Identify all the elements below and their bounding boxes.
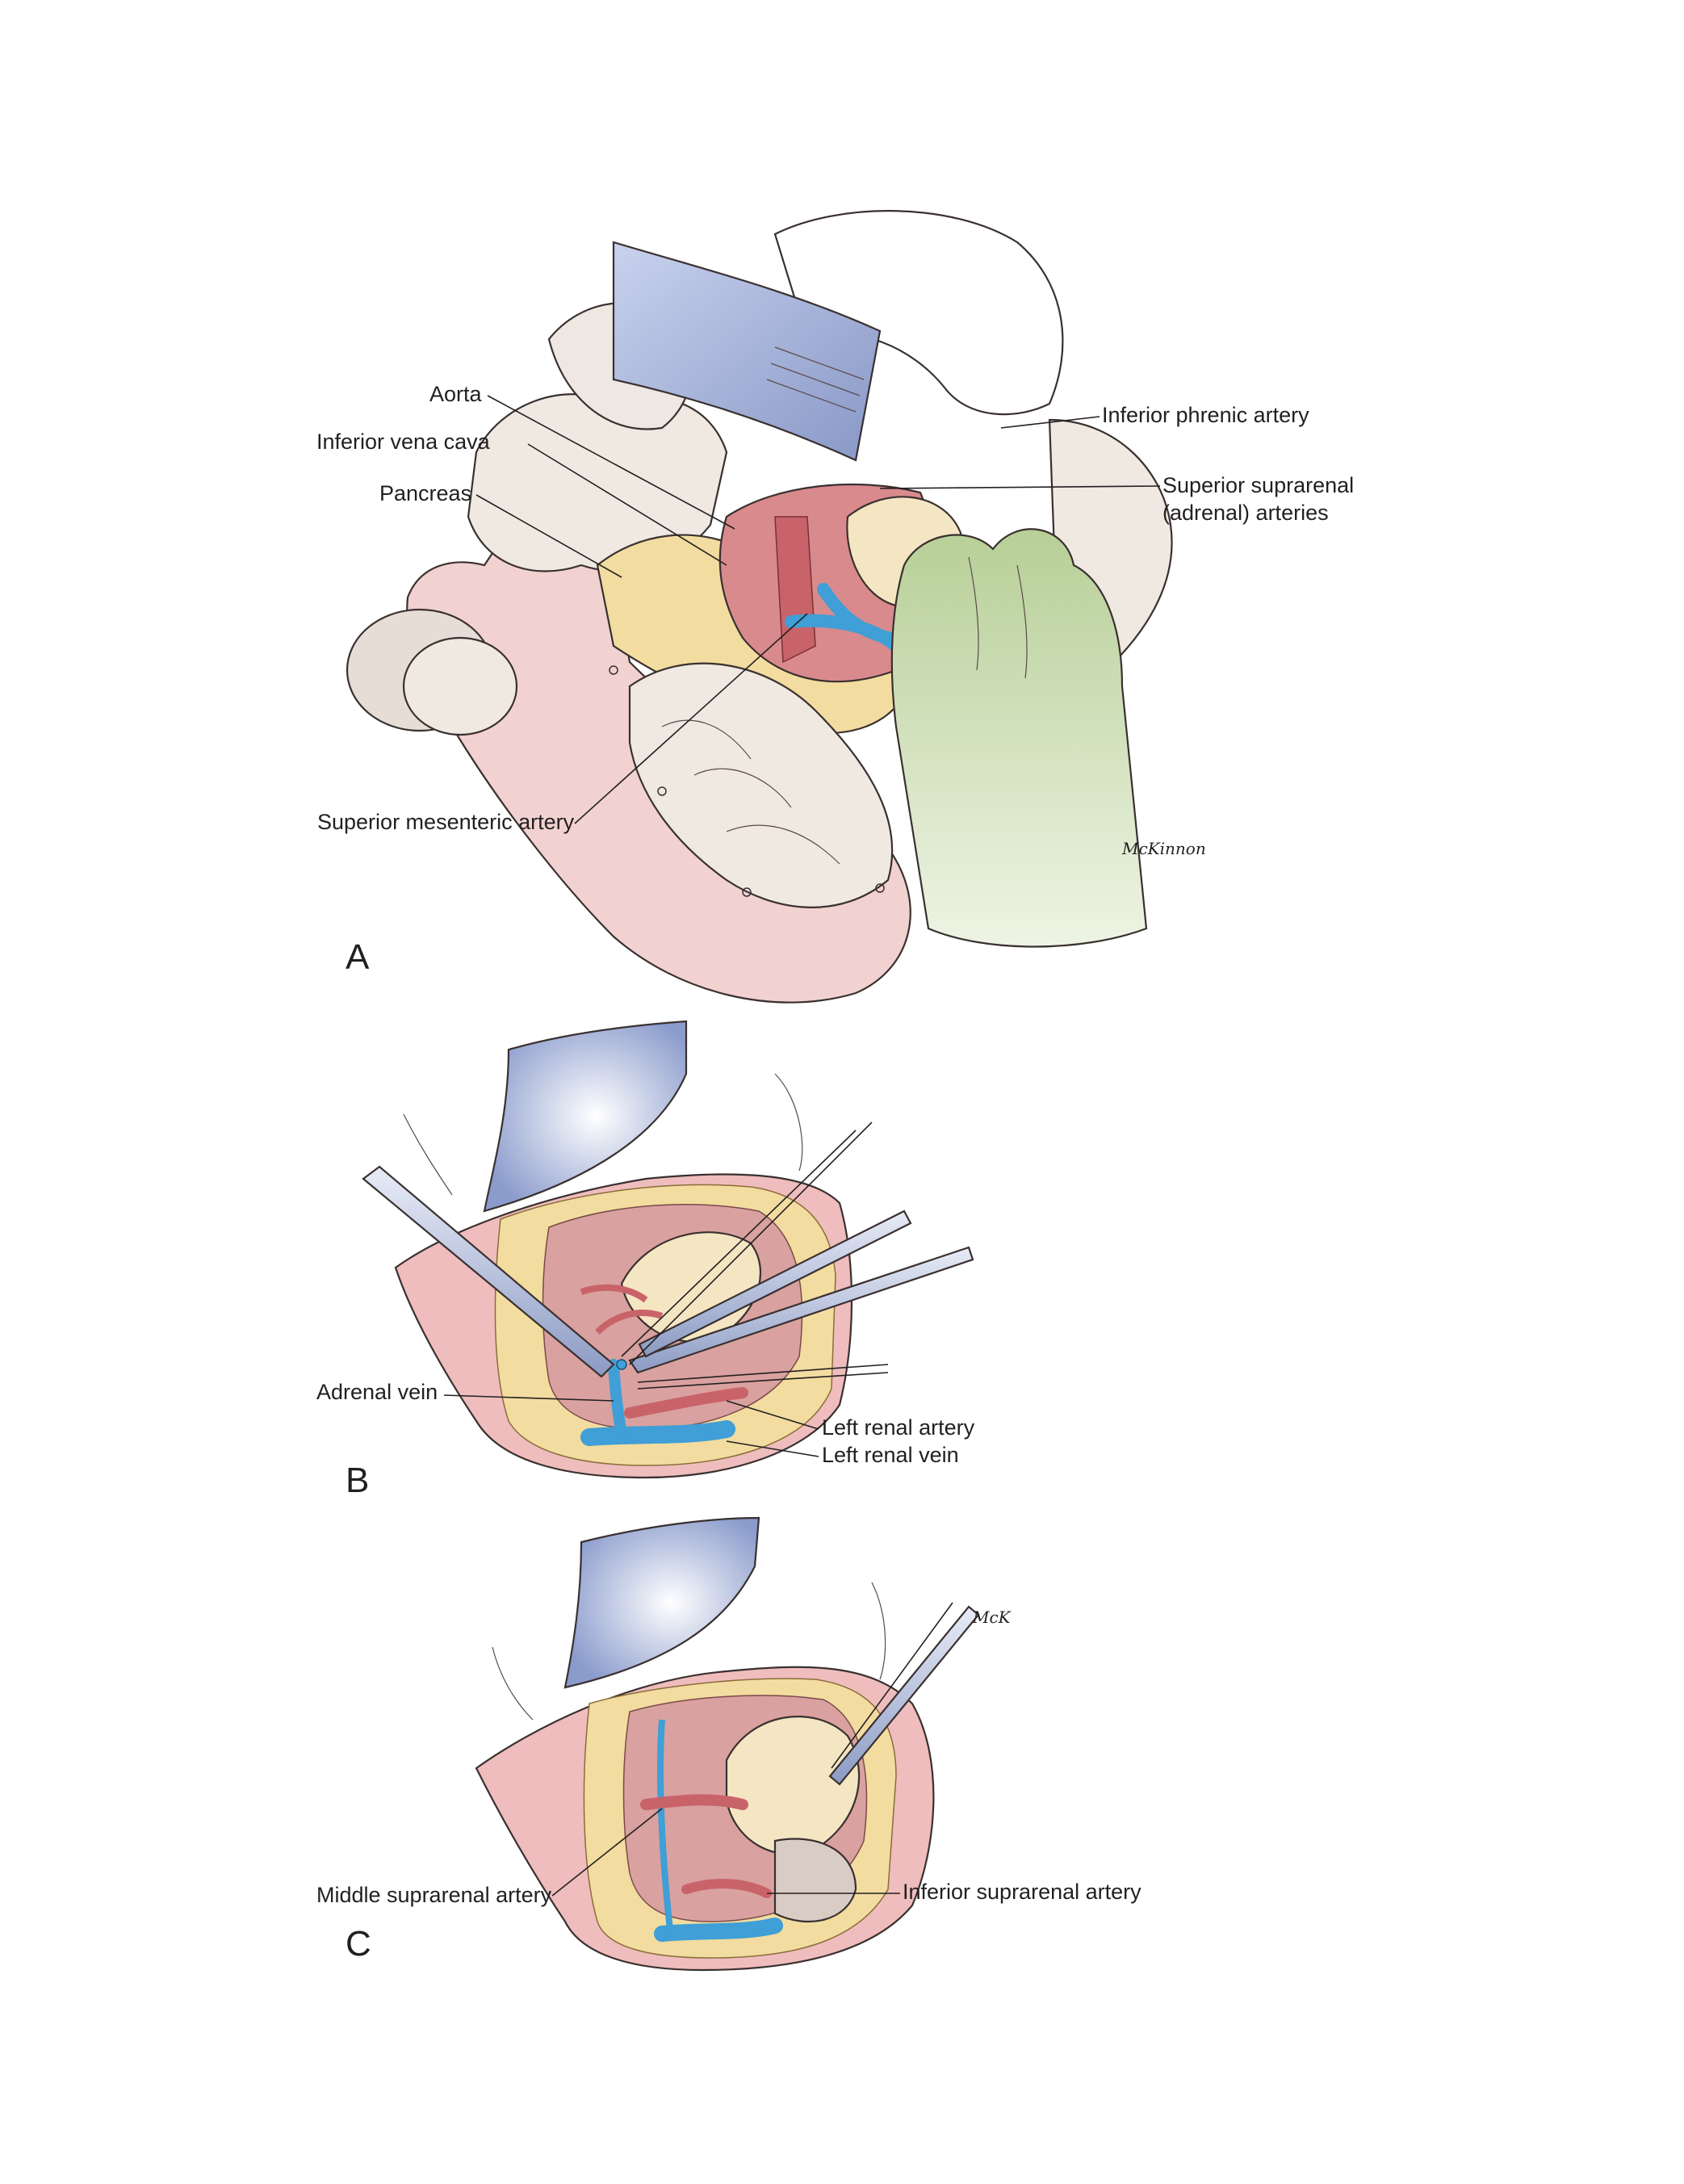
panel-letter-a: A <box>346 937 370 977</box>
panel-letter-c: C <box>346 1924 371 1964</box>
panel-c-illustration <box>475 1516 980 1972</box>
stomach <box>773 210 1064 416</box>
renal-vein-c <box>654 1918 783 1942</box>
panel-b-illustration <box>362 1020 974 1479</box>
label-inferior-vena-cava: Inferior vena cava <box>316 430 491 454</box>
panel-a-labels: Aorta Inferior vena cava Pancreas Superi… <box>316 382 1354 977</box>
label-pancreas: Pancreas <box>379 481 471 505</box>
middle-suprarenal-artery-c <box>640 1794 748 1810</box>
small-bowel <box>628 662 894 908</box>
panel-b-labels: Adrenal vein Left renal artery Left rena… <box>316 1380 975 1500</box>
label-inferior-phrenic-artery: Inferior phrenic artery <box>1102 403 1309 427</box>
label-inferior-suprarenal-artery: Inferior suprarenal artery <box>903 1880 1142 1904</box>
panel-letter-b: B <box>346 1461 369 1500</box>
retractor-c <box>563 1516 760 1689</box>
label-middle-suprarenal-artery: Middle suprarenal artery <box>316 1883 552 1907</box>
panel-c-labels: McK Middle suprarenal artery Inferior su… <box>316 1608 1142 1964</box>
left-renal-artery-b <box>624 1387 748 1419</box>
label-left-renal-vein: Left renal vein <box>822 1443 959 1467</box>
label-aorta: Aorta <box>429 382 483 406</box>
panel-a-illustration <box>346 210 1173 1004</box>
label-adrenal-vein: Adrenal vein <box>316 1380 438 1404</box>
label-superior-mesenteric-artery: Superior mesenteric artery <box>317 810 575 834</box>
kidney-c <box>773 1838 857 1923</box>
retractor-a <box>612 241 882 462</box>
vein-vertical-c <box>657 1719 673 1930</box>
clamp-right-b <box>628 1246 974 1374</box>
left-renal-vein-b <box>580 1420 735 1446</box>
adrenal-vein-b <box>608 1359 627 1439</box>
retractor-b <box>483 1020 688 1213</box>
label-superior-suprarenal-1: Superior suprarenal <box>1162 473 1354 497</box>
label-superior-suprarenal-2: (adrenal) arteries <box>1162 501 1329 525</box>
bowel-loop-left-2 <box>402 636 518 736</box>
forceps-c <box>828 1605 980 1786</box>
clamp-right-b-2 <box>638 1209 912 1358</box>
label-left-renal-artery: Left renal artery <box>822 1415 975 1440</box>
signature-c: McK <box>972 1608 1012 1627</box>
adrenal-gland-c <box>725 1715 861 1855</box>
surgeon-hand <box>890 528 1148 948</box>
signature-a: McKinnon <box>1121 839 1206 858</box>
adrenal-vein-a <box>785 583 903 652</box>
clamp-left-b <box>362 1165 615 1378</box>
